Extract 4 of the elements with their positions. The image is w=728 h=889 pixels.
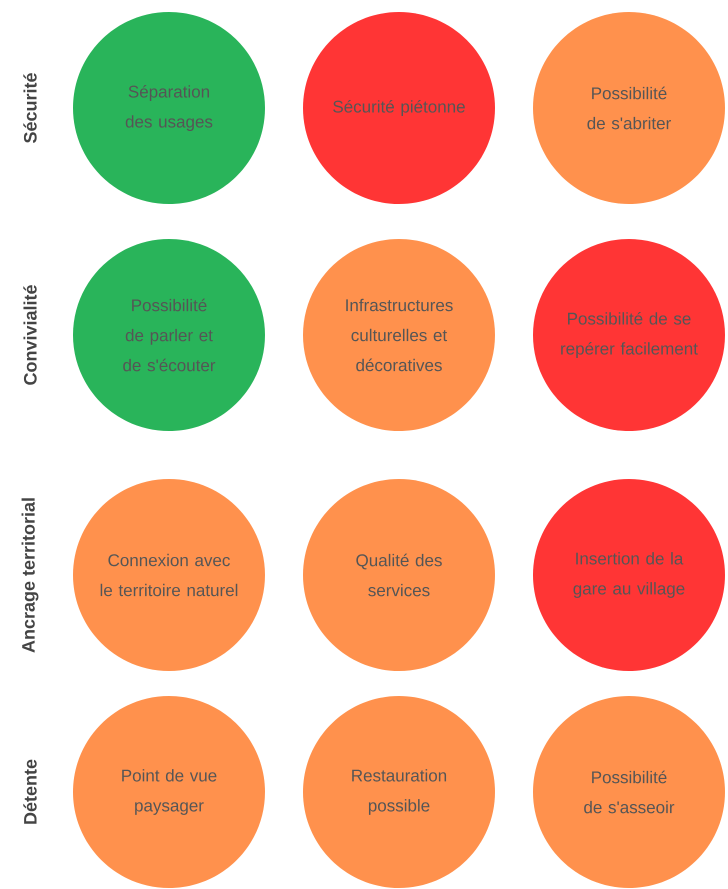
row-label: Sécurité — [23, 73, 37, 143]
row-label: Détente — [23, 760, 37, 824]
row-label: Convivialité — [23, 285, 37, 385]
row-label: Ancrage territorial — [22, 498, 38, 653]
